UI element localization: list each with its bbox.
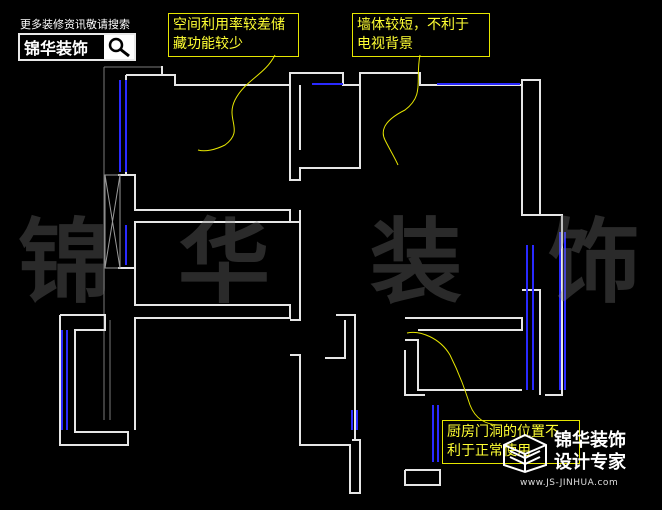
brand-name-line2: 设计专家 [554,452,626,473]
windows [61,80,566,462]
note-tv-wall-line1: 墙体较短，不利于 [357,17,469,33]
watermark-char: 饰 [548,208,641,316]
note-storage-line2: 藏功能较少 [173,36,243,52]
logo-search-box[interactable]: 锦华装饰 [18,33,136,61]
sliding-door-symbol [104,174,121,269]
leader-lines [197,54,501,426]
header-tagline: 更多装修资讯敬请搜索 [20,18,130,31]
watermark-char: 华 [178,208,271,316]
brand-name-line1: 锦华装饰 [554,430,626,451]
brand-url: www.JS-JINHUA.com [520,478,619,488]
note-tv-wall-line2: 电视背景 [357,36,413,52]
plan-guides [103,66,163,420]
logo-text: 锦华装饰 [24,39,89,58]
watermark-char: 锦 [18,208,111,316]
note-tv-wall: 墙体较短，不利于 电视背景 [352,13,490,57]
cube-icon [503,433,547,474]
note-storage-line1: 空间利用率较差储 [173,17,285,33]
watermark-char: 装 [370,208,463,316]
magnifier-icon[interactable] [104,35,134,59]
brand-name: 锦华装饰 设计专家 [554,430,626,474]
note-storage: 空间利用率较差储 藏功能较少 [168,13,299,57]
note-kitchen-door-line1: 厨房门洞的位置不 [447,424,559,440]
